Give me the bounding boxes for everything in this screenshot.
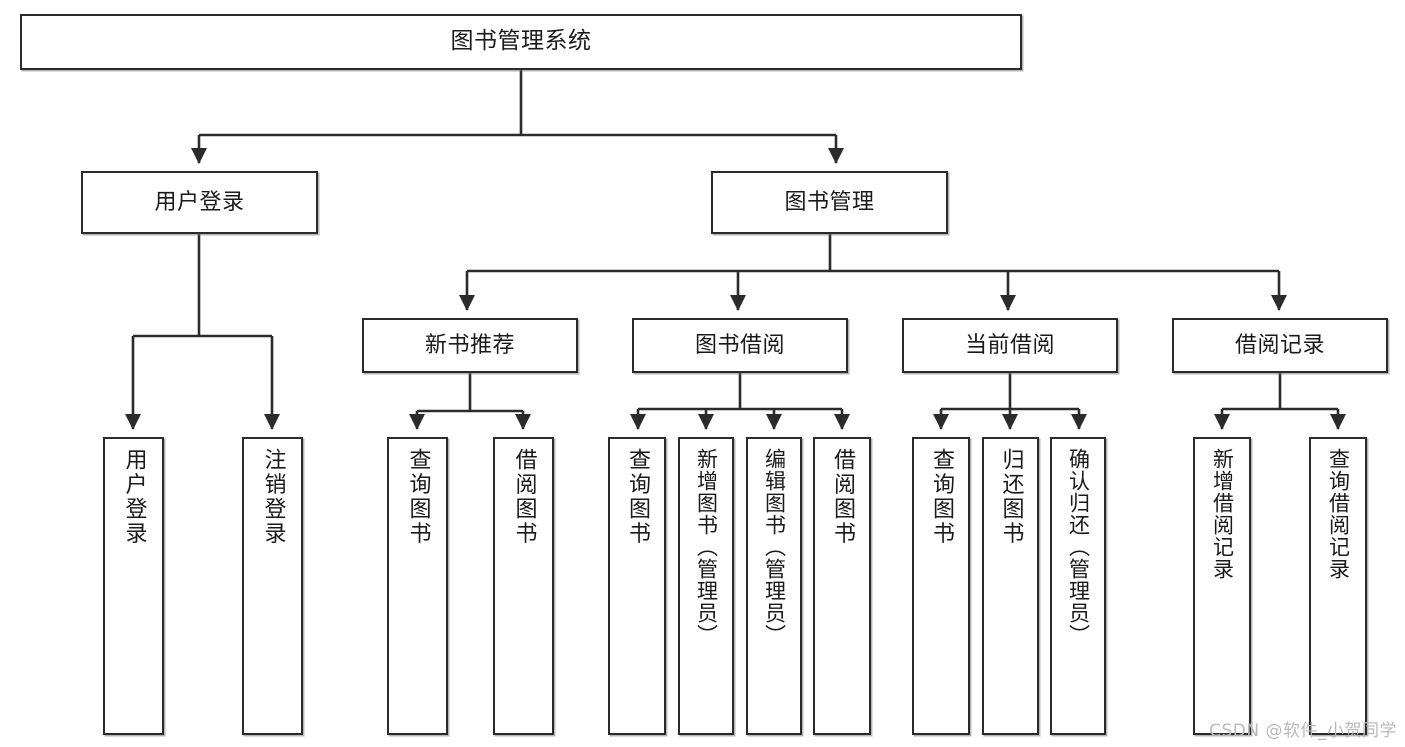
node-label: 借阅图书 <box>511 448 537 546</box>
node-leaf-logout[interactable]: 注销登录 <box>242 437 303 735</box>
node-leaf-confirm-return-admin[interactable]: 确认归还（管理员） <box>1050 437 1106 735</box>
node-leaf-add-borrow-record[interactable]: 新增借阅记录 <box>1193 437 1251 735</box>
node-current-borrowing[interactable]: 当前借阅 <box>902 318 1118 373</box>
node-label: 图书借阅 <box>694 332 785 358</box>
node-label: 查询图书 <box>929 448 954 546</box>
node-label: 编辑图书（管理员） <box>762 448 787 646</box>
node-leaf-borrow-book-recommend[interactable]: 借阅图书 <box>493 437 554 735</box>
node-book-management[interactable]: 图书管理 <box>711 171 948 234</box>
node-label: 注销登录 <box>260 448 286 546</box>
node-label: 图书管理 <box>784 189 875 215</box>
node-borrow-records[interactable]: 借阅记录 <box>1172 318 1388 373</box>
node-label: 新增图书（管理员） <box>694 448 719 646</box>
node-label: 借阅图书 <box>830 448 855 546</box>
node-label: 查询图书 <box>625 448 650 546</box>
node-label: 当前借阅 <box>964 332 1055 358</box>
node-user-login[interactable]: 用户登录 <box>81 171 318 234</box>
node-leaf-query-book-recommend[interactable]: 查询图书 <box>387 437 448 735</box>
node-new-book-recommendation[interactable]: 新书推荐 <box>362 318 578 373</box>
node-label: 查询图书 <box>405 448 431 546</box>
node-root-book-management-system[interactable]: 图书管理系统 <box>20 14 1022 70</box>
node-label: 确认归还（管理员） <box>1066 448 1091 646</box>
node-leaf-query-book-borrow[interactable]: 查询图书 <box>608 437 666 735</box>
node-leaf-edit-book-admin[interactable]: 编辑图书（管理员） <box>746 437 802 735</box>
node-label: 借阅记录 <box>1234 332 1325 358</box>
node-leaf-query-book-current[interactable]: 查询图书 <box>912 437 970 735</box>
node-label: 查询借阅记录 <box>1326 448 1351 580</box>
node-label: 图书管理系统 <box>450 28 592 55</box>
node-label: 新增借阅记录 <box>1210 448 1235 580</box>
node-leaf-user-login[interactable]: 用户登录 <box>103 437 164 735</box>
node-book-borrowing[interactable]: 图书借阅 <box>632 318 848 373</box>
node-leaf-return-book[interactable]: 归还图书 <box>982 437 1039 735</box>
node-label: 用户登录 <box>154 189 245 215</box>
node-leaf-query-borrow-record[interactable]: 查询借阅记录 <box>1309 437 1367 735</box>
node-leaf-borrow-book[interactable]: 借阅图书 <box>813 437 871 735</box>
node-label: 用户登录 <box>121 448 147 546</box>
csdn-watermark: CSDN @软件_小贺同学 <box>1209 721 1397 741</box>
node-leaf-add-book-admin[interactable]: 新增图书（管理员） <box>678 437 734 735</box>
node-label: 归还图书 <box>998 448 1024 546</box>
node-label: 新书推荐 <box>424 332 515 358</box>
